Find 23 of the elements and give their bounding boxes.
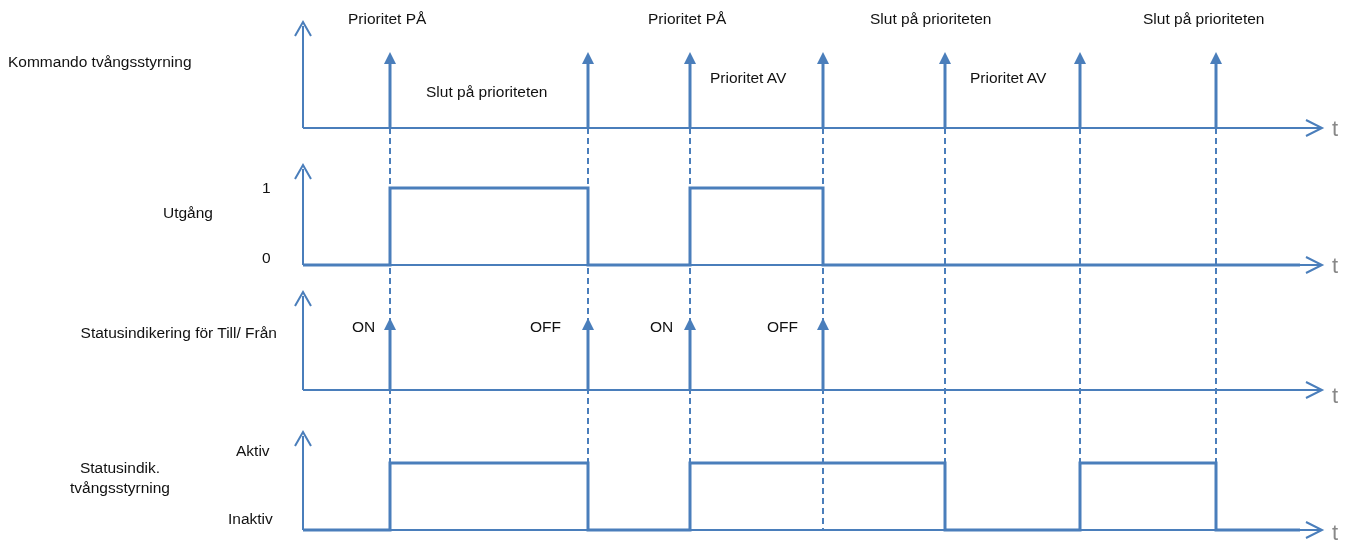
- signal-label: Prioritet PÅ: [348, 9, 427, 29]
- signal-label: Prioritet PÅ: [648, 9, 727, 29]
- axis-label: t: [1332, 118, 1339, 140]
- axis-label: t: [1332, 522, 1339, 544]
- signal-label: Slut på prioriteten: [1143, 9, 1265, 29]
- signal-label: Prioritet AV: [710, 68, 787, 88]
- signal-label: ON: [650, 317, 674, 337]
- signal-label: Aktiv: [236, 441, 270, 461]
- signal-label: Statusindikering för Till/ Från: [79, 323, 277, 343]
- signal-label: Inaktiv: [228, 509, 273, 529]
- signal-label: Slut på prioriteten: [870, 9, 992, 29]
- signal-label: 0: [262, 248, 271, 268]
- axis-label: t: [1332, 255, 1339, 277]
- signal-label: ON: [352, 317, 376, 337]
- axis-label: t: [1332, 385, 1339, 407]
- signal-label: Slut på prioriteten: [426, 82, 548, 102]
- signal-label: OFF: [530, 317, 561, 337]
- signal-label: Kommando tvångsstyrning: [8, 52, 192, 72]
- signal-label: Prioritet AV: [970, 68, 1047, 88]
- signal-label: OFF: [767, 317, 798, 337]
- signal-label: Utgång: [163, 203, 213, 223]
- signal-label: Statusindik. tvångsstyrning: [69, 458, 171, 499]
- signal-label: 1: [262, 178, 271, 198]
